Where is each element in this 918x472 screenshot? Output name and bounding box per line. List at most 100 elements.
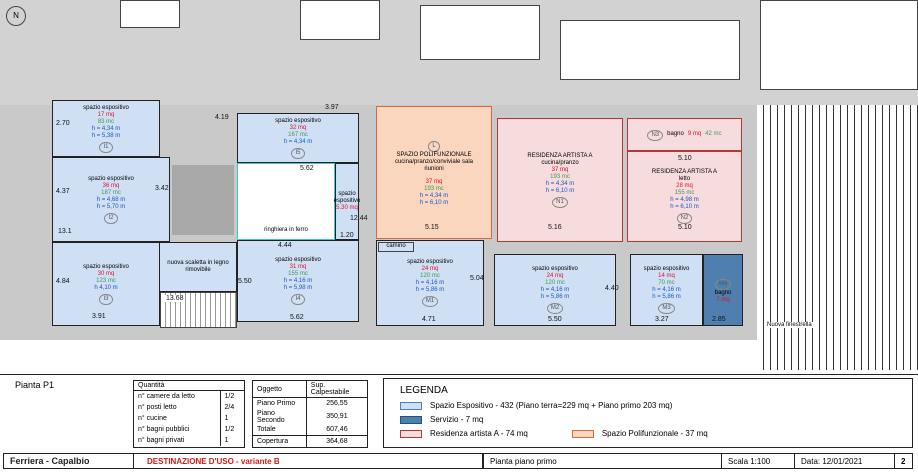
dimension-label: 3.27 [655, 316, 669, 323]
room-N3-bagno[interactable]: N3 bagno 9 mq 42 mc [627, 118, 742, 151]
room-N1-residenza-cucina[interactable]: RESIDENZA ARTISTA A cucina/pranzo 37 mq … [497, 118, 623, 242]
room-area: 32 mq [289, 124, 307, 131]
room-tag: I5 [291, 147, 305, 159]
dimension-label: 4.40 [605, 285, 619, 292]
row-label: Piano Primo [257, 399, 296, 407]
note-camino: camino [378, 242, 414, 252]
row-label: Copertura [257, 437, 289, 445]
room-area: 37 mq [425, 178, 443, 185]
corridor: nuova scaletta in legno rimovibile [160, 242, 237, 292]
room-height: h = 6,10 m [670, 204, 699, 210]
table-row: Piano Primo 256,55 [253, 397, 367, 409]
room-height: h = 4,16 m [415, 280, 445, 286]
date-label: Data: 12/01/2021 [795, 453, 895, 469]
legend-item: Spazio Espositivo - 432 (Piano terra=229… [400, 401, 912, 410]
room-name: spazio espositivo [333, 191, 361, 204]
drawing-title: Pianta piano primo [483, 453, 722, 469]
row-value: 1 [219, 435, 244, 446]
room-name: spazio espositivo [407, 259, 453, 265]
room-tag: N3 [647, 130, 664, 141]
room-I5[interactable]: spazio espositivo 32 mq 167 mc h = 4,34 … [237, 113, 359, 163]
dimension-label: 4.37 [56, 188, 70, 195]
room-area: 24 mq [546, 273, 564, 279]
room-M1[interactable]: spazio espositivo 24 mq 120 mc h = 4,16 … [376, 240, 484, 326]
room-M3[interactable]: spazio espositivo 14 mq 70 mc h = 4,16 m… [630, 254, 703, 326]
room-area: 9 mq [687, 131, 702, 137]
room-height: h = 5,98 m [283, 285, 313, 291]
row-label: n° cucine [138, 415, 167, 422]
upper-room [420, 5, 540, 60]
room-height: h = 5,86 m [415, 287, 445, 293]
room-volume: 83 mc [97, 118, 115, 125]
room-name: spazio espositivo [275, 117, 321, 124]
room-volume: 70 mc [658, 280, 675, 286]
room-height: h 4,10 m [94, 284, 118, 291]
room-N2-residenza-letto[interactable]: RESIDENZA ARTISTA A letto 28 mq 155 mc h… [627, 151, 742, 242]
row-label: Piano Secondo [257, 409, 285, 424]
room-height: h = 4,16 m [283, 278, 313, 284]
note-finestrella: Nuova finestrella [765, 322, 814, 328]
room-name: bagno [714, 289, 732, 296]
room-height: h = 4,98 m [670, 197, 699, 203]
room-volume: 155 mc [674, 190, 695, 196]
legend-swatch [400, 429, 422, 438]
room-area: 36 mq [102, 182, 120, 189]
room-volume: 120 mc [420, 273, 440, 279]
header-oggetto: Oggetto [257, 385, 282, 393]
room-height: h = 4,34 m [91, 125, 121, 132]
room-volume: 155 mc [288, 271, 308, 277]
room-I3[interactable]: spazio espositivo 30 mq 123 mc h 4,10 m … [52, 242, 160, 326]
dimension-label: 3.42 [155, 185, 169, 192]
room-volume: 42 mc [705, 131, 722, 137]
room-tag: I2 [104, 212, 118, 224]
room-bagno-servizio[interactable]: M4 bagno 7 mq [703, 254, 743, 326]
room-I1[interactable]: spazio espositivo 17 mq 83 mc h = 4,34 m… [52, 100, 160, 157]
room-area: 5.30 mq [336, 205, 358, 211]
room-tag: L [428, 140, 440, 152]
room-I2[interactable]: spazio espositivo 36 mq 187 mc h = 4,68 … [52, 157, 170, 242]
row-label: Totale [257, 426, 276, 434]
header-sup: Sup. Calpestabile [305, 381, 367, 398]
dimension-label: 5.15 [425, 224, 439, 231]
room-tag: M2 [546, 303, 564, 314]
north-arrow: N [6, 6, 26, 26]
sheet-number: 2 [895, 453, 913, 469]
room-small-espositivo[interactable]: spazio espositivo 5.30 mq [333, 163, 361, 240]
dimension-label: 3.97 [325, 104, 339, 111]
dimension-label: 5.04 [470, 275, 484, 282]
dimension-label: 12.44 [350, 215, 368, 222]
room-area: 24 mq [421, 266, 439, 272]
room-area: 37 mq [551, 166, 569, 173]
dimension-label: 1.20 [340, 232, 354, 239]
row-value: 256,55 [305, 397, 367, 409]
room-name: spazio espositivo [643, 266, 690, 272]
room-L-spazio-polifunzionale[interactable]: L SPAZIO POLIFUNZIONALE cucina/pranzo/co… [376, 106, 492, 239]
row-label: n° posti letto [138, 404, 177, 411]
location-label: Ferriera - Capalbio [3, 453, 134, 469]
room-height: h = 4,34 m [419, 192, 449, 199]
dimension-label: 2.85 [712, 316, 726, 323]
room-name: spazio espositivo [88, 175, 134, 182]
legend-swatch [400, 415, 422, 424]
room-area: 14 mq [658, 273, 675, 279]
dimension-label: 5.10 [678, 224, 692, 231]
room-name: RESIDENZA ARTISTA A [651, 169, 718, 175]
room-tag: I3 [99, 293, 113, 305]
room-height: h = 4,34 m [545, 180, 575, 187]
table-row: n° bagni privati 1 [134, 435, 244, 446]
room-M2[interactable]: spazio espositivo 24 mq 120 mc h = 4,16 … [494, 254, 616, 326]
dimension-label: 5.10 [678, 155, 692, 162]
room-volume: 193 mc [424, 185, 444, 192]
room-I4[interactable]: spazio espositivo 31 mq 155 mc h = 4,16 … [237, 240, 359, 322]
room-height: h = 5,86 m [540, 294, 570, 300]
room-name: spazio espositivo [83, 104, 129, 111]
room-tag: I1 [99, 141, 113, 153]
room-area: 7 mq [716, 296, 730, 303]
row-label: n° bagni privati [138, 437, 185, 444]
room-area: 28 mq [676, 183, 693, 189]
